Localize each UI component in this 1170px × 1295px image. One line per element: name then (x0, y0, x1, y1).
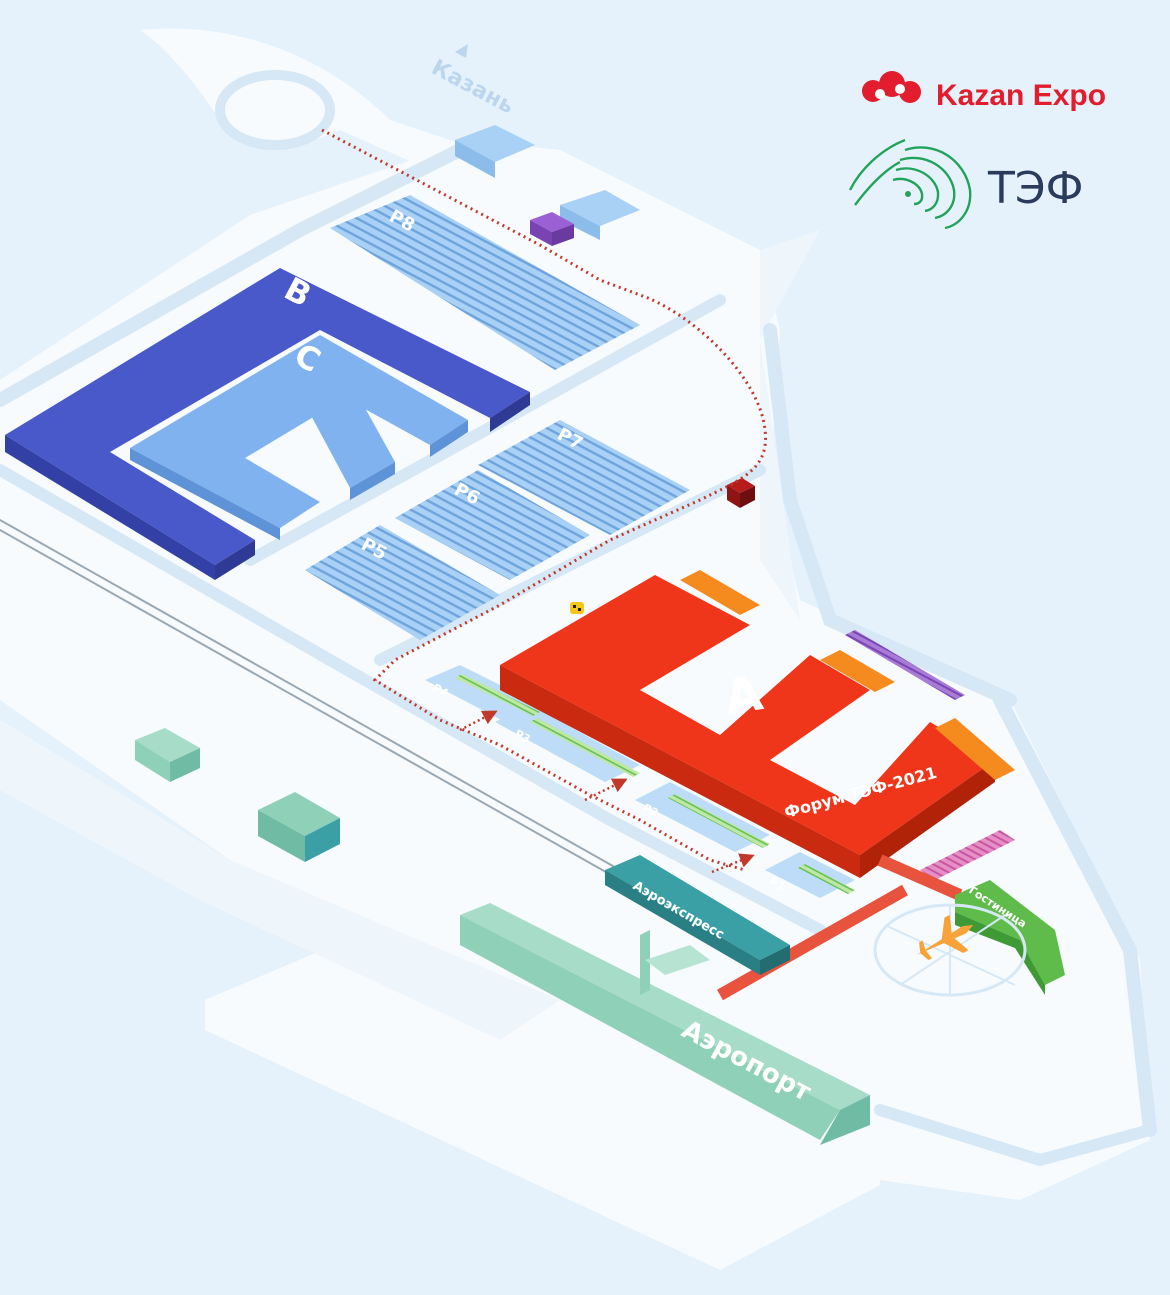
aeroexpress-terminal (605, 855, 790, 975)
road-right-edge (763, 323, 1017, 707)
roundabout (215, 70, 335, 150)
parking-p4 (425, 665, 540, 722)
walkways (717, 854, 963, 1001)
green-strip-2 (530, 718, 640, 777)
direction-arrow-icon (459, 710, 498, 732)
road-central (244, 294, 726, 566)
roads (0, 138, 1157, 1167)
label-to-city: Казань (427, 55, 518, 119)
purple-building (530, 212, 574, 232)
purple-lot (845, 630, 965, 700)
kazan-expo-logo: Kazan Expo (862, 71, 1106, 112)
dark-red-kiosk (727, 478, 755, 508)
parking-p3 (495, 705, 640, 782)
small-buildings-top (455, 125, 640, 246)
right-strip (760, 230, 820, 620)
road-south (874, 1104, 1156, 1167)
green-strip-3 (668, 794, 770, 848)
road-inner (374, 464, 766, 666)
road-east (993, 693, 1157, 1137)
parking-p6 (395, 470, 590, 580)
walkway-hotel (877, 854, 963, 901)
north-arrow-icon (455, 44, 468, 58)
taxi-icon (570, 602, 584, 614)
hall-a-accent-1 (680, 570, 760, 615)
parking-p8 (330, 195, 640, 370)
airport-terminal (460, 903, 870, 1145)
road-main-diagonal (0, 138, 477, 407)
parking-lots-north (305, 195, 690, 640)
service-buildings (135, 728, 340, 862)
road-railway (0, 519, 621, 871)
lower-left-area (0, 720, 560, 1040)
kazan-expo-emblem-icon (862, 71, 921, 103)
airport-apron (205, 900, 880, 1270)
parking-p5 (305, 525, 500, 640)
hall-a-accent-2 (820, 650, 895, 692)
kazan-expo-wordmark: Kazan Expo (936, 79, 1106, 112)
green-strip-1 (455, 674, 540, 716)
walkway-airport (717, 884, 908, 1001)
direction-arrow-icon-3 (711, 853, 755, 874)
pink-lot (920, 830, 1015, 880)
parking-lots-south (425, 630, 1015, 898)
hall-a-accent-3 (935, 718, 1015, 780)
hall-b (5, 268, 530, 580)
tef-logo: ТЭФ (848, 138, 1083, 230)
hall-c (130, 335, 468, 540)
parking-p2 (635, 782, 770, 852)
tef-emblem-icon (848, 138, 972, 230)
road-railway-2 (0, 529, 621, 881)
roundabout-road (140, 28, 540, 185)
road-left-edge (0, 464, 826, 936)
tef-wordmark: ТЭФ (987, 163, 1083, 214)
hall-a (500, 570, 1015, 878)
plane-icon (916, 914, 974, 961)
parking-p7 (478, 420, 690, 535)
parking-p1 (765, 852, 855, 898)
green-strip-4 (798, 864, 855, 894)
